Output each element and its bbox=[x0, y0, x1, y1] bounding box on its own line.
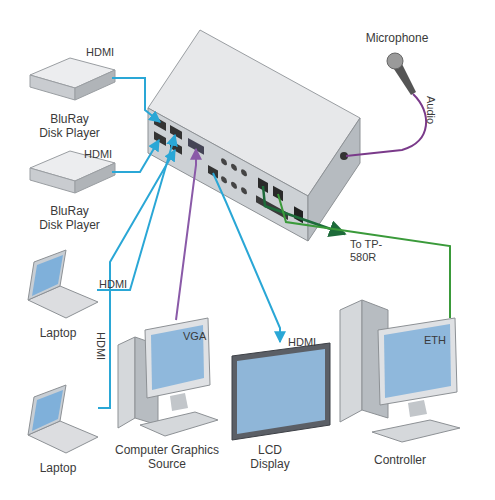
caption-text: Controller bbox=[374, 453, 426, 467]
lcd-screen bbox=[237, 349, 325, 434]
device-caption: Computer Graphics Source bbox=[114, 443, 220, 473]
caption-text: Laptop bbox=[40, 461, 77, 475]
monitor-stand bbox=[170, 393, 188, 411]
hdmi-port bbox=[170, 125, 182, 140]
audio-jack bbox=[221, 157, 227, 166]
signal-label: To TP-580R bbox=[350, 238, 400, 264]
caption-text: Computer Graphics Source bbox=[114, 443, 220, 471]
device-caption: Laptop bbox=[28, 326, 88, 342]
audio-cable bbox=[346, 94, 426, 156]
audio-jack bbox=[231, 163, 237, 172]
laptop-lid bbox=[28, 250, 66, 300]
signal-label: HDMI bbox=[84, 148, 124, 161]
keyboard bbox=[140, 412, 218, 436]
signal-label: HDMI bbox=[99, 278, 139, 291]
lcd-frame bbox=[232, 343, 330, 440]
audio-jack bbox=[221, 175, 227, 184]
vga-cable bbox=[176, 149, 196, 320]
caption-text: BluRay Disk Player bbox=[38, 112, 101, 140]
signal-label: HDMI bbox=[94, 332, 107, 360]
device-caption: Microphone bbox=[352, 31, 442, 47]
laptop-screen bbox=[32, 255, 63, 296]
monitor-frame bbox=[378, 318, 457, 405]
signal-label: VGA bbox=[183, 330, 213, 343]
device-caption: Laptop bbox=[28, 461, 88, 477]
bluray-side bbox=[75, 163, 115, 193]
hdmi-cable bbox=[112, 78, 160, 122]
device-caption: BluRay Disk Player bbox=[38, 112, 101, 142]
audio-jack bbox=[241, 186, 247, 195]
tower-front bbox=[340, 300, 362, 422]
tp-cable bbox=[263, 186, 345, 234]
hdmi-cable bbox=[112, 140, 159, 172]
rj45-port bbox=[273, 186, 283, 201]
ethernet-cable bbox=[278, 194, 450, 318]
hdmi-cable bbox=[213, 173, 280, 342]
keyboard bbox=[372, 420, 460, 442]
device-rear-panel bbox=[148, 108, 308, 241]
device-caption: BluRay Disk Player bbox=[38, 204, 101, 234]
device-caption: Controller bbox=[362, 453, 438, 469]
microphone-head bbox=[387, 53, 403, 69]
bluray-front bbox=[30, 168, 75, 193]
power-socket bbox=[294, 206, 303, 223]
hdmi-port bbox=[208, 165, 218, 178]
hdmi-cable bbox=[98, 150, 175, 408]
monitor-stand bbox=[408, 400, 427, 417]
audio-jack bbox=[241, 168, 247, 177]
bluray-front bbox=[30, 75, 75, 100]
caption-text: Microphone bbox=[366, 31, 429, 45]
signal-label: HDMI bbox=[86, 46, 126, 59]
signal-label: HDMI bbox=[288, 336, 328, 349]
caption-text: BluRay Disk Player bbox=[38, 204, 101, 232]
audio-jack bbox=[231, 181, 237, 190]
caption-text: Laptop bbox=[40, 326, 77, 340]
signal-label: Audio bbox=[424, 96, 437, 124]
laptop-screen bbox=[32, 390, 63, 431]
bluray-side bbox=[75, 70, 115, 100]
device-caption: LCD Display bbox=[246, 443, 294, 473]
caption-text: LCD Display bbox=[246, 443, 294, 471]
tower-front bbox=[118, 337, 135, 428]
signal-label: ETH bbox=[424, 334, 454, 347]
laptop-lid bbox=[28, 385, 66, 435]
